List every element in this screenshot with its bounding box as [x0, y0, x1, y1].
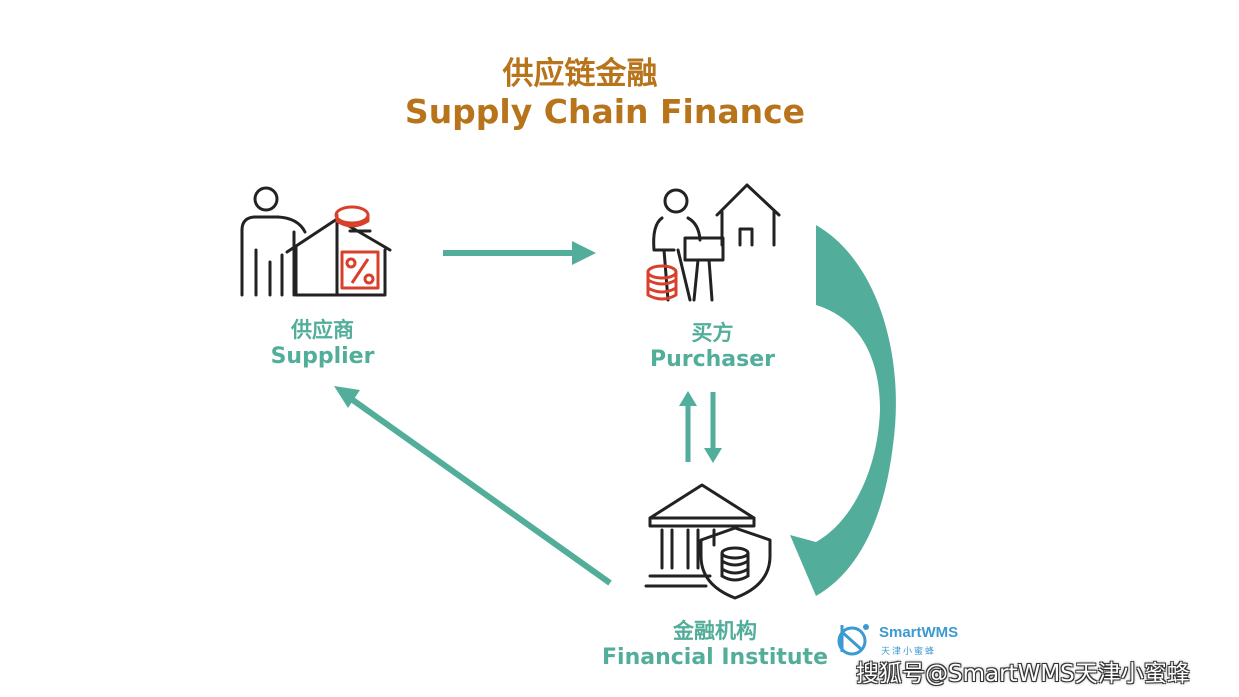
financial-institute-label-cn: 金融机构	[673, 619, 757, 643]
purchaser-icon	[646, 183, 781, 302]
supplier-label: 供应商 Supplier	[230, 317, 415, 371]
watermark-brand-sub: 天津小蜜蜂	[881, 647, 937, 657]
title-english: Supply Chain Finance	[404, 92, 806, 131]
supplier-label-en: Supplier	[270, 344, 375, 370]
percent-icon	[345, 257, 375, 285]
purchaser-label-cn: 买方	[691, 321, 734, 345]
supplier-icon	[240, 186, 392, 297]
bank-icon	[644, 483, 772, 600]
purchaser-label-en: Purchaser	[649, 347, 776, 373]
purchaser-label: 买方 Purchaser	[620, 320, 805, 374]
financial-institute-label: 金融机构 Financial Institute	[570, 618, 860, 672]
supplier-label-cn: 供应商	[291, 318, 354, 342]
watermark-brand: SmartWMS	[879, 624, 959, 641]
title-chinese: 供应链金融	[502, 56, 658, 92]
financial-institute-label-en: Financial Institute	[602, 645, 828, 671]
coin-stack-icon	[720, 546, 750, 582]
watermark-text: 搜狐号@SmartWMS天津小蜜蜂	[856, 661, 1190, 687]
smartwms-logo-icon	[837, 624, 869, 656]
arrow-supplier-to-purchaser	[443, 241, 596, 265]
arrow-purchaser-to-financial	[704, 392, 722, 463]
arrow-financial-to-purchaser	[679, 391, 697, 462]
arrow-financial-to-supplier	[334, 386, 612, 586]
curved-arrow-purchaser-to-financial	[790, 225, 896, 596]
